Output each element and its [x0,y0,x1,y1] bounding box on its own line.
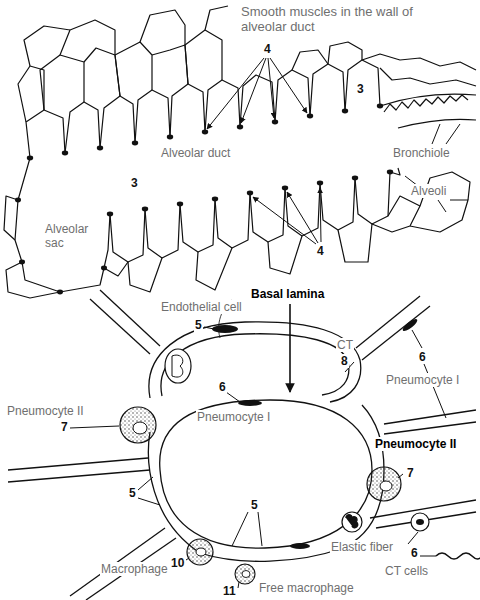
callout-number: 7 [60,420,69,434]
callout-number: 6 [218,380,227,394]
callout-number: 7 [406,466,415,480]
callout-number: 6 [418,350,427,364]
part-label: Pneumocyte II [6,404,85,418]
alveolar-network [4,6,476,298]
callout-number: 4 [263,42,272,56]
leader-lines [207,58,460,244]
callout-number: 10 [170,556,185,570]
part-label: CT [336,338,354,352]
callout-number: 4 [316,244,325,258]
part-label: Basal lamina [250,287,325,301]
part-label: Smooth muscles in the wall of alveolar d… [240,4,462,34]
part-label: CT cells [384,564,429,578]
callout-number: 6 [410,546,419,560]
part-label: Free macrophage [258,581,355,595]
smooth-muscle-knobs [15,104,393,295]
part-label: Alveoli [410,184,447,198]
callout-number: 3 [130,176,139,190]
alveolar-wall [8,290,480,600]
part-label: Endothelial cell [160,300,243,314]
callout-number: 5 [250,498,259,512]
callout-number: 8 [340,354,349,368]
part-label: Alveolar sac [44,222,106,250]
callout-number: 11 [222,584,237,598]
part-label: Macrophage [100,562,169,576]
part-label: Pneumocyte II [374,437,457,451]
callout-number: 3 [356,82,365,96]
callout-number: 5 [128,486,137,500]
part-label: Elastic fiber [330,540,394,554]
part-label: Alveolar duct [160,146,231,160]
part-label: Bronchiole [392,146,451,160]
part-label: Pneumocyte I [196,410,271,424]
callout-number: 5 [194,318,203,332]
part-label: Pneumocyte I [385,373,460,387]
